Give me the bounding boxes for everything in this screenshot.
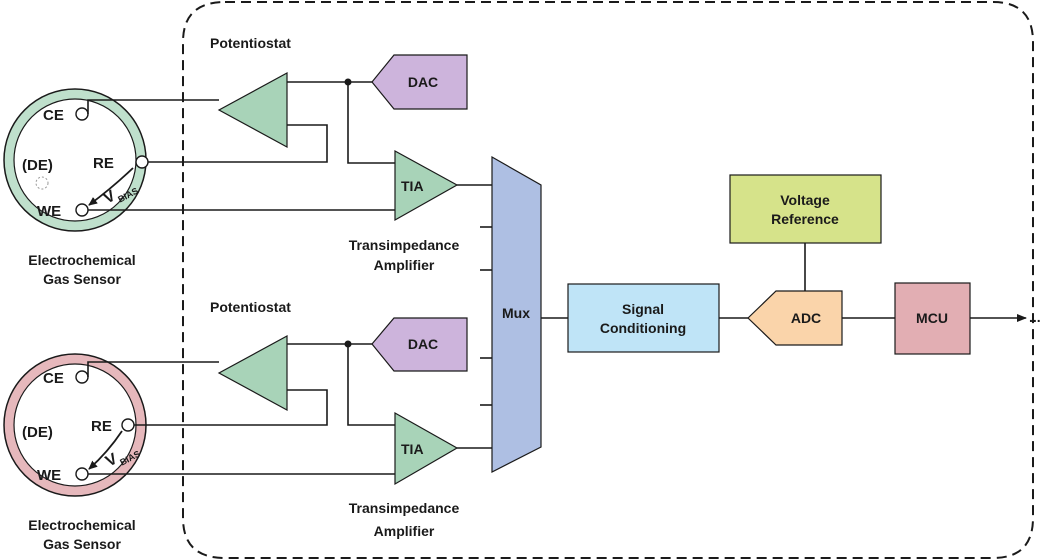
sensor-2-ce-terminal — [75, 370, 89, 384]
voltage-reference-line2: Reference — [771, 211, 839, 227]
junction-2 — [344, 340, 352, 348]
channel-2: CE (DE) RE WE V BIAS Electrochemical Gas… — [3, 299, 492, 552]
wire-1-ce — [87, 99, 219, 114]
adc-label: ADC — [791, 310, 821, 326]
tia-1-caption-line1: Transimpedance — [349, 237, 460, 253]
sensor-2-re-label: RE — [91, 418, 112, 435]
sensor-1-re-label: RE — [93, 155, 114, 172]
wire-2-ce — [87, 361, 219, 377]
sensor-2-we-terminal — [75, 467, 89, 481]
mux-label: Mux — [502, 305, 530, 321]
tia-2-label: TIA — [401, 441, 424, 457]
mux-block — [491, 155, 542, 473]
sensor-1-we-label: WE — [37, 203, 61, 220]
dac-1-label: DAC — [408, 74, 438, 90]
sensor-1-ce-terminal — [75, 107, 89, 121]
sensor-1-vbias-arrow — [88, 167, 134, 206]
tia-1-label: TIA — [401, 178, 424, 194]
dac-2-block — [371, 317, 468, 372]
voltage-reference-line1: Voltage — [780, 192, 830, 208]
signal-conditioning-line2: Conditioning — [600, 320, 686, 336]
tia-1-amplifier — [394, 149, 459, 222]
wire-1-node-tia — [347, 82, 395, 164]
potentiostat-1-label: Potentiostat — [210, 35, 291, 51]
junction-1 — [344, 78, 352, 86]
tia-1-caption-line2: Amplifier — [374, 257, 435, 273]
dac-2-label: DAC — [408, 336, 438, 352]
wire-1-re — [148, 124, 328, 163]
tia-2-caption-line2: Amplifier — [374, 523, 435, 539]
wire-2-node-tia — [347, 344, 395, 426]
sensor-2-de-label: (DE) — [22, 424, 53, 441]
sensor-1-caption-line2: Gas Sensor — [43, 271, 121, 287]
output-ellipsis: ... — [1029, 309, 1041, 325]
sensor-2-we-label: WE — [37, 467, 61, 484]
mcu-block — [894, 282, 971, 355]
tia-2-amplifier — [394, 411, 459, 486]
sensor-1-de-label: (DE) — [22, 157, 53, 174]
voltage-reference-block — [729, 174, 882, 244]
potentiostat-2-label: Potentiostat — [210, 299, 291, 315]
sensor-1-de-terminal — [35, 176, 49, 190]
tia-2-caption-line1: Transimpedance — [349, 500, 460, 516]
sensor-1-we-terminal — [75, 203, 89, 217]
wire-2-re — [134, 389, 328, 426]
mux: Mux — [480, 155, 542, 473]
sensor-2-caption-line2: Gas Sensor — [43, 536, 121, 552]
sensor-1-caption-line1: Electrochemical — [28, 252, 135, 268]
sensor-2-ce-label: CE — [43, 370, 64, 387]
sensor-2-caption-line1: Electrochemical — [28, 517, 135, 533]
channel-1: CE (DE) RE WE V BIAS Electrochemical Gas… — [3, 35, 492, 287]
sensor-1-re-terminal — [135, 155, 149, 169]
mcu-label: MCU — [916, 310, 948, 326]
sensor-2-re-terminal — [121, 418, 135, 432]
potentiostat-2-amplifier — [217, 334, 288, 412]
sensor-2-vbias-arrow — [88, 430, 123, 470]
sensor-1-ce-label: CE — [43, 107, 64, 124]
signal-conditioning-block — [567, 283, 720, 353]
potentiostat-1-amplifier — [217, 71, 288, 149]
mux-input-stubs — [480, 226, 492, 406]
signal-conditioning-line1: Signal — [622, 301, 664, 317]
dac-1-block — [371, 54, 468, 110]
